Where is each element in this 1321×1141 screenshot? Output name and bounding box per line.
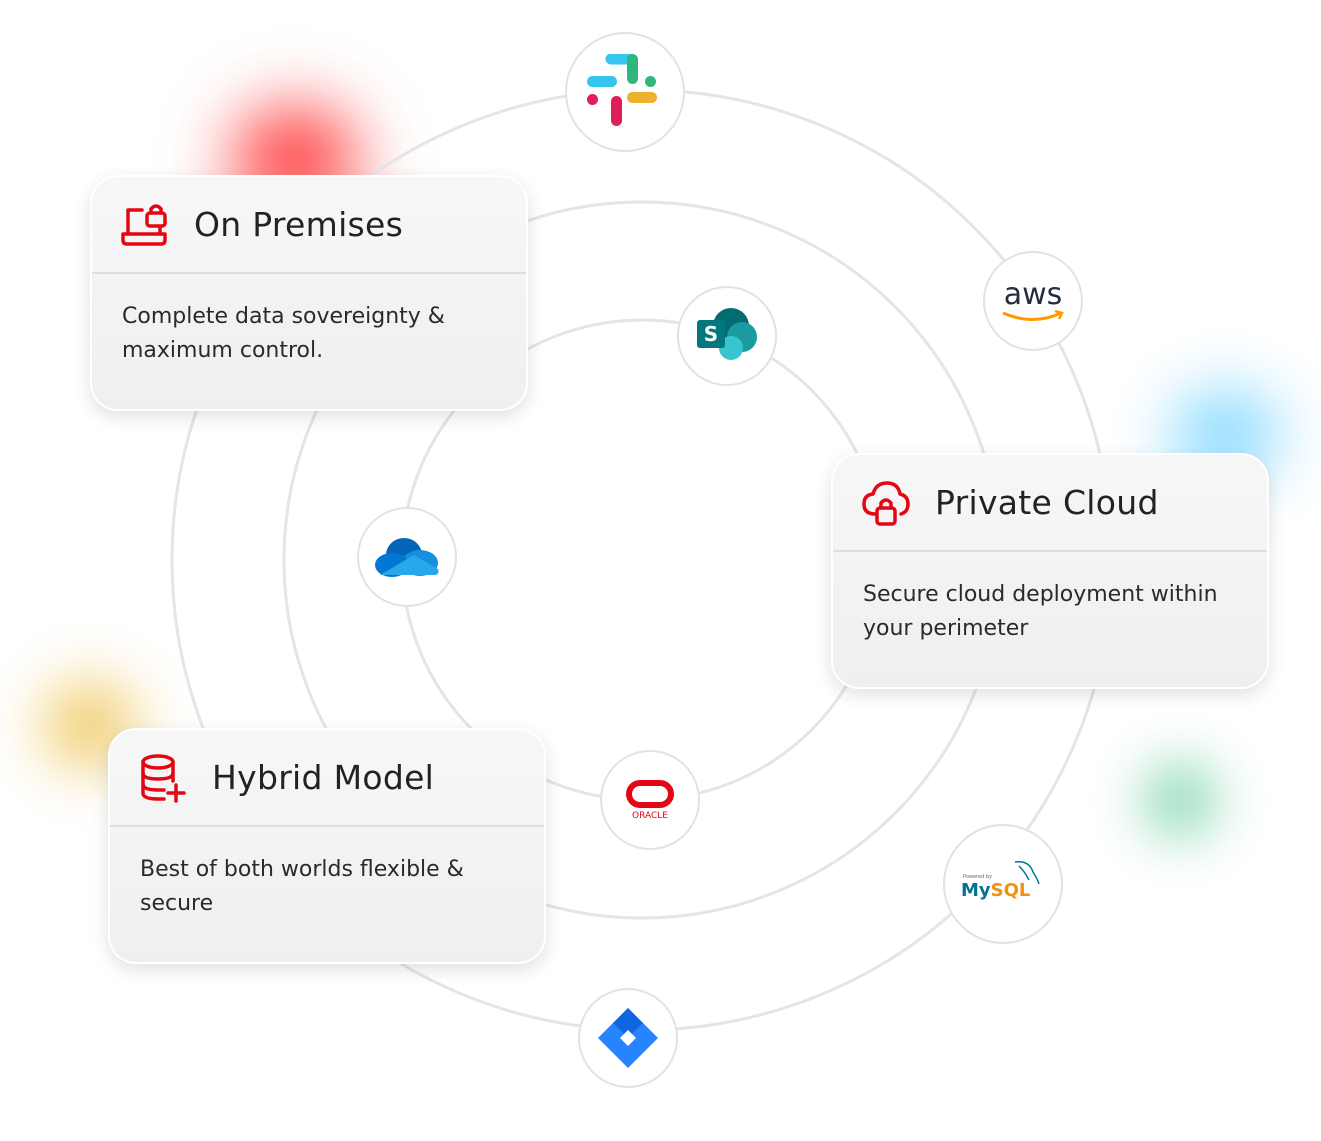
aws-logo: aws [983, 251, 1083, 351]
sharepoint-s: S [697, 320, 725, 348]
jira-logo [578, 988, 678, 1088]
oracle-logo: ORACLE [600, 750, 700, 850]
card-description: Best of both worlds flexible & secure [140, 857, 464, 916]
onedrive-icon [375, 538, 439, 577]
aws-text: aws [1003, 277, 1063, 312]
green-glow [1135, 755, 1225, 845]
card-hybrid-model: Hybrid Model Best of both worlds flexibl… [108, 728, 546, 964]
mysql-my: My [961, 880, 991, 901]
oracle-text: ORACLE [632, 810, 668, 821]
laptop-lock-icon [121, 203, 167, 246]
card-title: Private Cloud [935, 483, 1159, 522]
cloud-lock-icon [862, 480, 910, 526]
oracle-o-icon [626, 779, 674, 808]
card-description: Complete data sovereignty & maximum cont… [122, 304, 445, 363]
card-private-cloud: Private Cloud Secure cloud deployment wi… [831, 453, 1269, 689]
slack-icon [587, 54, 657, 126]
slack-logo [565, 32, 685, 152]
card-on-premises: On Premises Complete data sovereignty & … [90, 175, 528, 411]
card-title: On Premises [194, 205, 404, 244]
dolphin-icon [1014, 860, 1040, 885]
card-description: Secure cloud deployment within your peri… [863, 582, 1218, 641]
mysql-powered-text: Powered by [963, 874, 992, 880]
card-title: Hybrid Model [212, 758, 435, 797]
sharepoint-logo: S [677, 286, 777, 386]
mysql-logo: Powered by MySQL [943, 824, 1063, 944]
database-plus-icon [141, 753, 186, 803]
onedrive-logo [357, 507, 457, 607]
jira-icon [598, 1008, 658, 1068]
aws-smile-icon [1002, 310, 1064, 321]
mysql-sql: SQL [990, 880, 1031, 901]
